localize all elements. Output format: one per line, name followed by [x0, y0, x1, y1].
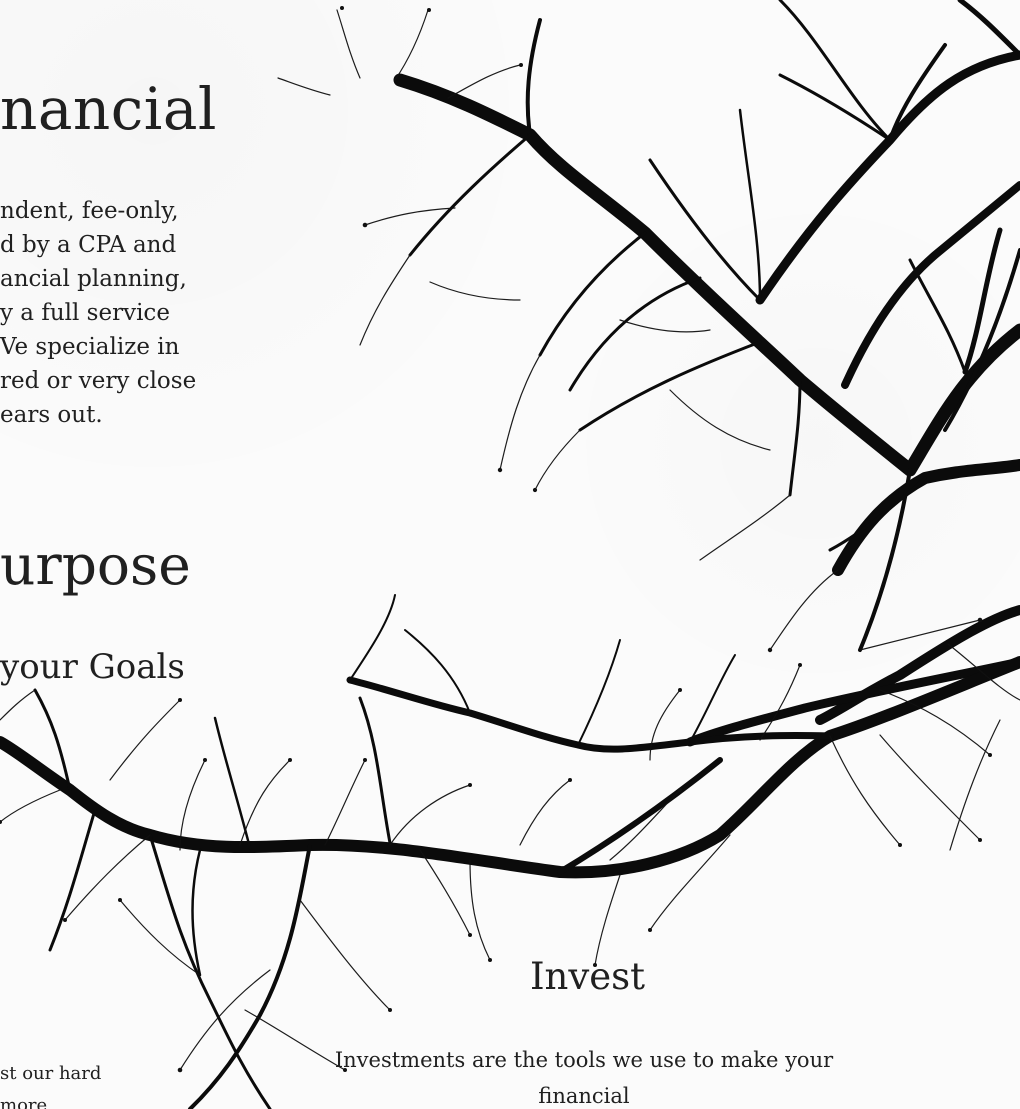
purpose-heading-fragment: urpose	[0, 533, 191, 597]
lower-left-copy-fragment: st our hard more	[0, 1063, 102, 1109]
financial-heading-fragment: nancial	[0, 75, 217, 143]
goals-subheading-fragment: your Goals	[0, 647, 185, 687]
invest-heading: Invest	[529, 955, 646, 998]
intro-paragraph: ndent, fee-only, d by a CPA and ancial p…	[0, 198, 197, 428]
invest-paragraph: Investments are the tools we use to make…	[334, 1048, 834, 1108]
